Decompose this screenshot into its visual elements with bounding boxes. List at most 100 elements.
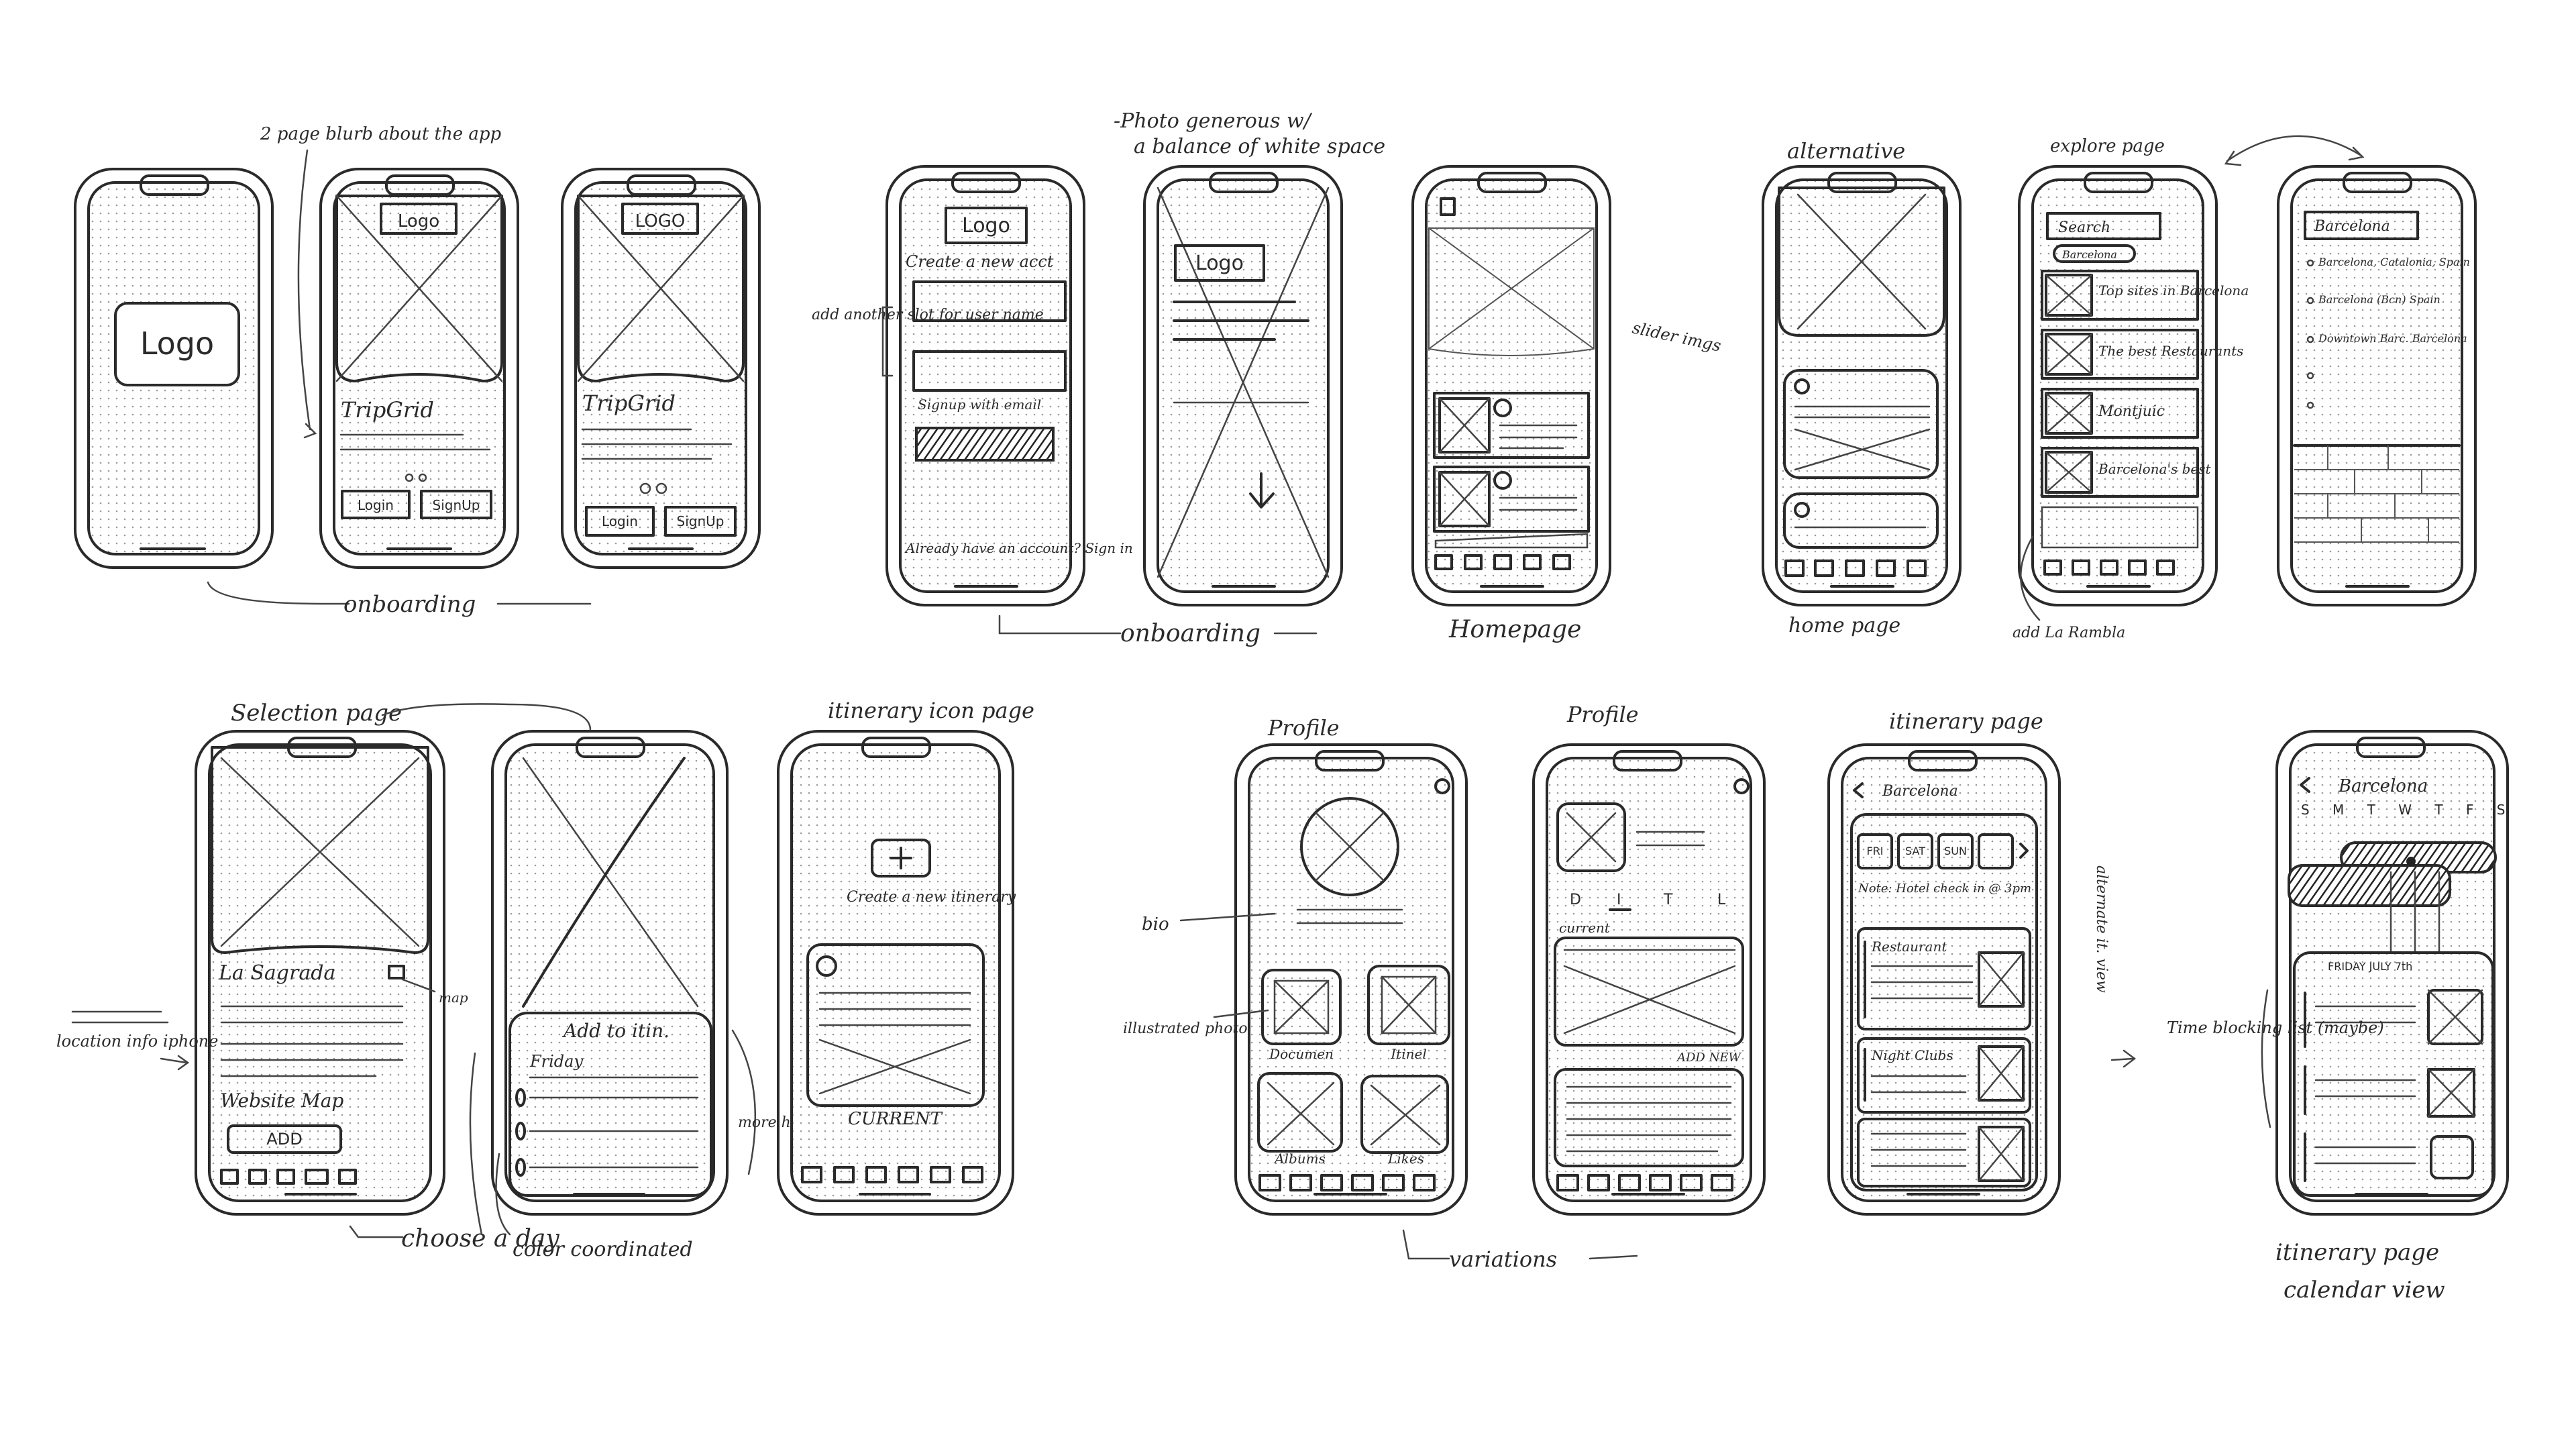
note-homepage: Homepage bbox=[1448, 616, 1581, 643]
calendar-city-title: Barcelona bbox=[2338, 776, 2428, 796]
username-field[interactable] bbox=[912, 280, 1067, 322]
menu-icon[interactable] bbox=[1440, 197, 1456, 216]
calendar-date-header: FRIDAY JULY 7th bbox=[2328, 960, 2412, 973]
calendar-weekdays: S M T W T F S bbox=[2301, 802, 2515, 818]
barcelona-chip[interactable] bbox=[2053, 244, 2136, 263]
signin-link[interactable]: Already have an account? Sign in bbox=[904, 540, 1133, 556]
note-map: map bbox=[439, 990, 468, 1006]
create-account-logo: Logo bbox=[962, 214, 1010, 237]
signup-button-b[interactable]: SignUp bbox=[677, 513, 724, 529]
note-photo-2: a balance of white space bbox=[1134, 135, 1385, 158]
note-alternate-itinerary-view: alternate it. view bbox=[2093, 865, 2110, 993]
note-onboarding-1: onboarding bbox=[343, 591, 476, 618]
signup-button-a[interactable]: SignUp bbox=[433, 497, 480, 513]
note-explore-page: explore page bbox=[2050, 136, 2165, 156]
note-slider-imgs: slider imgs bbox=[1631, 318, 1723, 355]
tab-d[interactable]: D bbox=[1570, 892, 1581, 908]
phone-onboarding-photo: Logo bbox=[1143, 165, 1343, 606]
logo-label-b: LOGO bbox=[635, 211, 686, 231]
day-tab-sun[interactable]: SUN bbox=[1944, 845, 1967, 857]
onboarding-logo: Logo bbox=[1195, 252, 1244, 275]
signup-email-label: Signup with email bbox=[918, 396, 1041, 413]
note-onboarding-2: onboarding bbox=[1120, 620, 1260, 647]
explore-item-montjuic[interactable]: Montjuic bbox=[2098, 403, 2165, 420]
tile-likes[interactable]: Likes bbox=[1387, 1151, 1424, 1167]
create-itinerary-label: Create a new itinerary bbox=[847, 889, 1016, 906]
note-bio: bio bbox=[1142, 914, 1169, 935]
down-arrow-icon[interactable] bbox=[1249, 472, 1275, 509]
login-button-a[interactable]: Login bbox=[358, 497, 394, 513]
note-alternative: alternative bbox=[1787, 138, 1905, 164]
phone-profile-a: Documen Itinel Albums Likes bbox=[1234, 743, 1468, 1216]
note-variations: variations bbox=[1449, 1246, 1557, 1272]
phone-explore: Search Barcelona Top sites in Barcelona … bbox=[2018, 165, 2249, 606]
itinerary-note: Note: Hotel check in @ 3pm bbox=[1858, 882, 2031, 896]
settings-gear-icon[interactable] bbox=[1434, 778, 1450, 794]
tile-itinerary[interactable]: Itinel bbox=[1390, 1046, 1426, 1062]
phone-onboarding-login-a: Logo TripGrid Login SignUp bbox=[319, 168, 519, 569]
app-name-a: TripGrid bbox=[341, 397, 434, 423]
calendar-back-icon[interactable] bbox=[2300, 777, 2310, 793]
note-profile-1: Profile bbox=[1267, 715, 1340, 741]
chevron-right-icon[interactable] bbox=[2019, 843, 2029, 859]
day-option-friday[interactable]: Friday bbox=[529, 1052, 583, 1071]
tab-i[interactable]: I bbox=[1617, 892, 1621, 908]
note-location-info: location info iphone bbox=[56, 1032, 218, 1051]
phone-splash: Logo bbox=[74, 168, 274, 569]
add-button[interactable] bbox=[227, 1124, 342, 1154]
logo-label-a: Logo bbox=[398, 211, 439, 231]
search-field[interactable] bbox=[2046, 212, 2161, 240]
explore-item-best[interactable]: Barcelona's best bbox=[2098, 461, 2211, 477]
plus-icon bbox=[890, 847, 912, 869]
note-profile-2: Profile bbox=[1566, 702, 1639, 727]
phone-homepage bbox=[1411, 165, 1611, 606]
tab-t[interactable]: T bbox=[1663, 892, 1673, 908]
current-section-label: current bbox=[1559, 920, 1611, 936]
phone-add-to-itinerary: Add to itin. Friday bbox=[491, 730, 729, 1216]
tile-albums[interactable]: Albums bbox=[1273, 1151, 1326, 1167]
phone-itinerary: Barcelona FRI SAT SUN Note: Hotel check … bbox=[1827, 743, 2061, 1216]
note-add-la-rambla: add La Rambla bbox=[2012, 625, 2125, 641]
signup-email-button[interactable] bbox=[915, 427, 1055, 462]
search-query[interactable]: Barcelona bbox=[2314, 218, 2390, 235]
website-map-links[interactable]: Website Map bbox=[220, 1089, 343, 1112]
explore-item-top-sites[interactable]: Top sites in Barcelona bbox=[2098, 282, 2249, 299]
note-add-username: add another slot for user name bbox=[812, 307, 1044, 323]
search-label: Search bbox=[2058, 219, 2110, 236]
note-photo-1: -Photo generous w/ bbox=[1114, 109, 1313, 133]
tab-l[interactable]: L bbox=[1717, 892, 1726, 908]
phone-selection-page: La Sagrada Website Map ADD bbox=[195, 730, 445, 1216]
note-calendar-2: calendar view bbox=[2284, 1277, 2445, 1304]
itinerary-item-nightclubs[interactable]: Night Clubs bbox=[1871, 1047, 1953, 1063]
current-itinerary-label: CURRENT bbox=[848, 1109, 943, 1129]
add-itinerary-button[interactable] bbox=[871, 839, 931, 878]
note-time-blocking: Time blocking list (maybe) bbox=[2167, 1018, 2384, 1037]
app-name-b: TripGrid bbox=[582, 390, 676, 416]
add-new-link[interactable]: ADD NEW bbox=[1676, 1051, 1741, 1065]
note-itinerary-page: itinerary page bbox=[1889, 708, 2043, 734]
search-result-3[interactable]: Downtown Barc. Barcelona bbox=[2318, 332, 2467, 345]
phone-itinerary-calendar: Barcelona S M T W T F S FRIDAY JULY 7th bbox=[2275, 730, 2515, 1216]
note-home-page: home page bbox=[1788, 614, 1900, 637]
map-icon[interactable] bbox=[388, 965, 405, 979]
phone-onboarding-login-b: LOGO TripGrid Login SignUp bbox=[561, 168, 761, 569]
search-result-2[interactable]: Barcelona (Bcn) Spain bbox=[2318, 293, 2440, 306]
day-tab-fri[interactable]: FRI bbox=[1866, 845, 1883, 857]
tile-documents[interactable]: Documen bbox=[1269, 1046, 1334, 1062]
password-field[interactable] bbox=[912, 350, 1067, 392]
splash-logo: Logo bbox=[140, 325, 214, 362]
explore-item-restaurants[interactable]: The best Restaurants bbox=[2098, 343, 2243, 359]
add-to-itin-heading: Add to itin. bbox=[561, 1020, 669, 1042]
search-result-1[interactable]: Barcelona, Catalonia, Spain bbox=[2318, 256, 2470, 268]
itinerary-city-title: Barcelona bbox=[1882, 783, 1958, 800]
avatar bbox=[1300, 797, 1399, 896]
add-button-label: ADD bbox=[266, 1130, 302, 1149]
phone-home-alternative bbox=[1762, 165, 1962, 606]
itinerary-item-restaurant[interactable]: Restaurant bbox=[1871, 939, 1947, 955]
day-tab-sat[interactable]: SAT bbox=[1905, 845, 1925, 857]
note-calendar-1: itinerary page bbox=[2275, 1239, 2439, 1266]
note-blurb: 2 page blurb about the app bbox=[260, 124, 502, 144]
place-title: La Sagrada bbox=[218, 961, 335, 985]
back-arrow-icon[interactable] bbox=[1853, 782, 1864, 798]
login-button-b[interactable]: Login bbox=[602, 513, 638, 529]
